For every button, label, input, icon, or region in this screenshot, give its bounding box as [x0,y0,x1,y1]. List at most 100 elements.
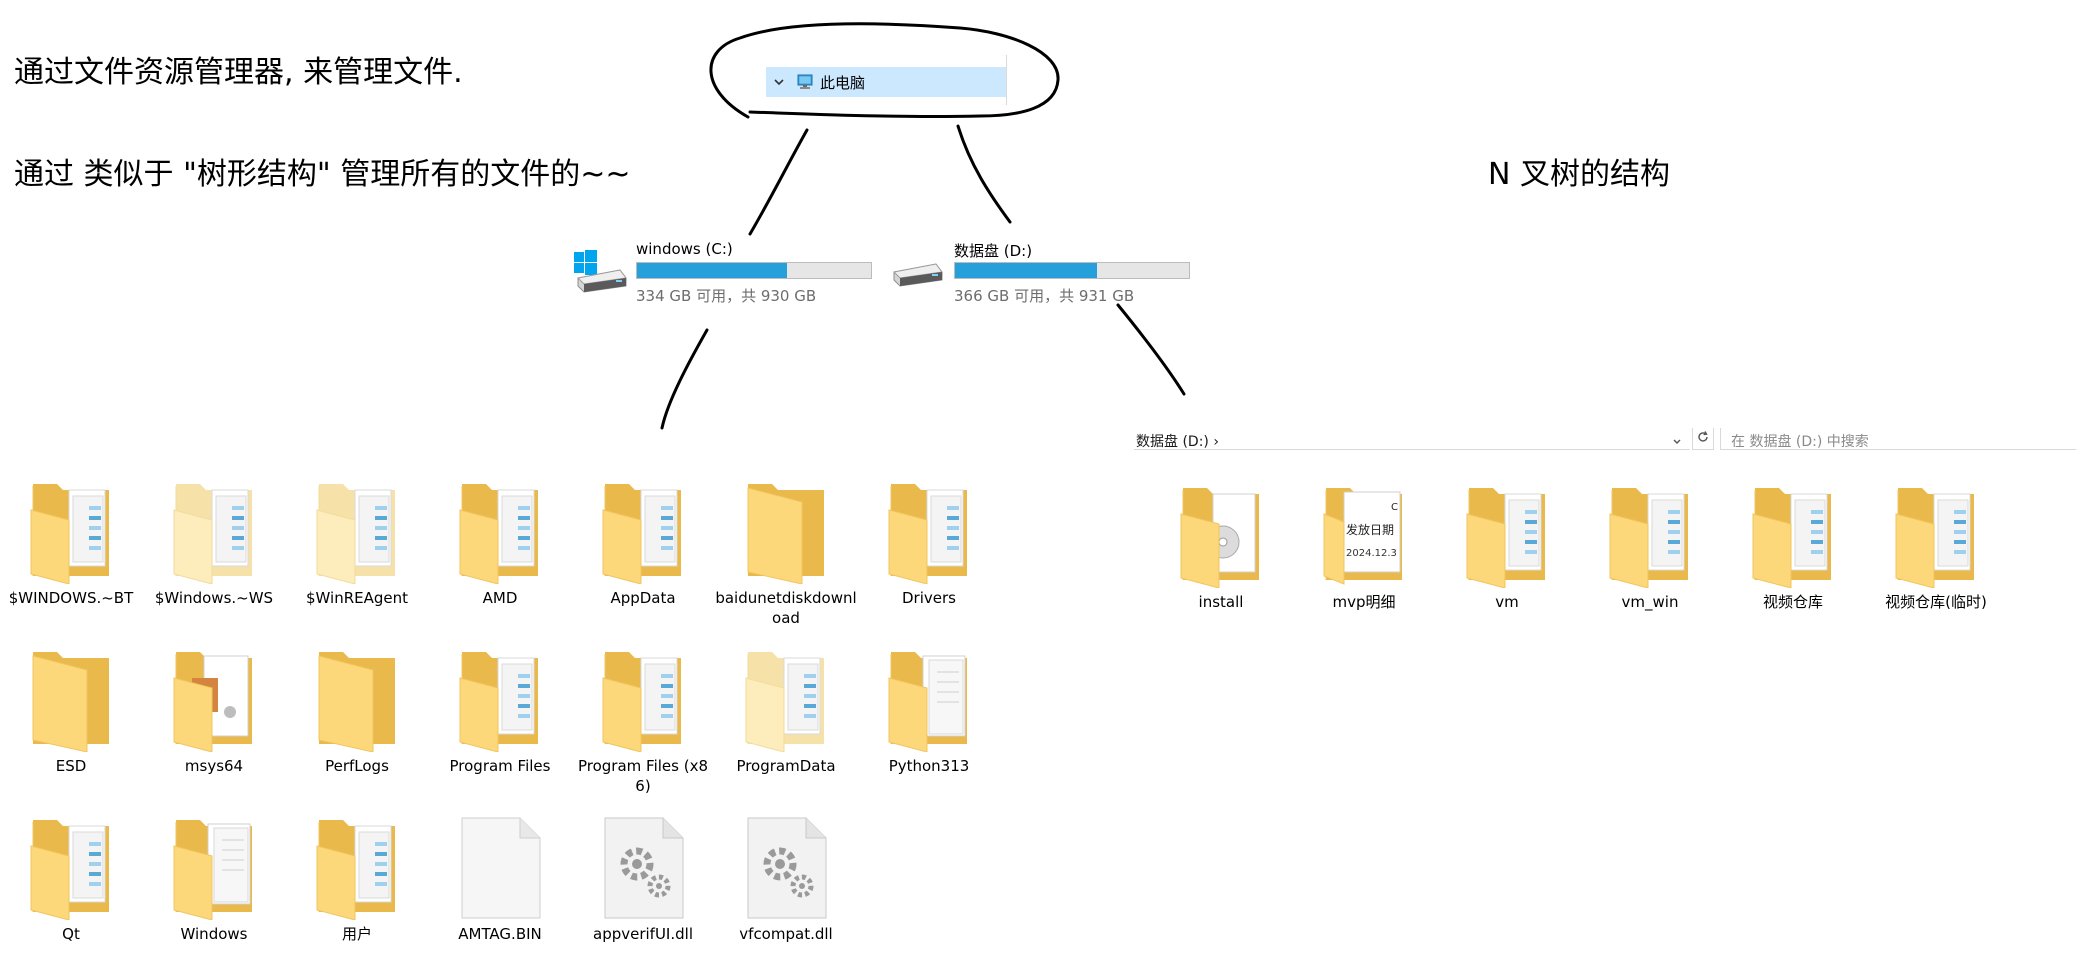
folder-icon [1463,484,1551,589]
address-bar[interactable]: 数据盘 (D:) › [1134,428,1690,450]
folder-icon [27,648,115,753]
folder-icon [1177,484,1265,589]
folder-icon [742,648,830,753]
file-item-label: Windows [180,925,248,943]
folder-icon [599,480,687,585]
file-item-msys64[interactable]: M msys64 [143,648,285,808]
receipt-line2: 2024.12.3 [1346,548,1397,559]
drive-d-name: 数据盘 (D:) [954,242,1033,260]
note-tree-structure: 通过 类似于 "树形结构" 管理所有的文件的~~ [14,157,631,192]
folder-icon [456,480,544,585]
file-item-baidunetdiskdownload[interactable]: baidunetdiskdownload [715,480,857,640]
drive-d[interactable]: 数据盘 (D:) 366 GB 可用，共 931 GB [890,238,1210,308]
this-pc-label: 此电脑 [820,73,866,92]
drive-d-usage-fill [955,263,1098,278]
note-explorer: 通过文件资源管理器, 来管理文件. [14,55,463,90]
receipt-corner: C [1391,502,1398,513]
folder-icon [313,480,401,585]
file-item-label: 用户 [341,925,372,943]
file-item-appdata[interactable]: AppData [572,480,714,640]
file-item-python313[interactable]: Python313 [858,648,1000,808]
refresh-button[interactable] [1692,428,1714,450]
chevron-down-icon[interactable] [772,75,786,89]
ink-branch-right [956,124,1012,224]
file-item-windows[interactable]: Windows [143,816,285,974]
search-input[interactable]: 在 数据盘 (D:) 中搜索 [1720,428,2076,450]
folder-icon: M [170,648,258,753]
file-item-label: vfcompat.dll [739,925,833,943]
drive-d-usage-bar [954,262,1190,279]
drive-c-usage-bar [636,262,872,279]
folder-icon: C 发放日期 2024.12.3 [1320,484,1408,588]
file-item-label: Program Files [449,757,551,775]
folder-icon [456,648,544,753]
refresh-icon [1696,429,1710,448]
folder-icon [313,648,401,753]
file-item-amtag-bin[interactable]: AMTAG.BIN [429,816,571,974]
folder-icon [313,816,401,921]
file-item-esd[interactable]: ESD [0,648,142,808]
file-icon [456,816,544,920]
file-item-label: $WinREAgent [305,589,409,607]
chevron-down-icon[interactable] [1672,432,1682,444]
folder-icon [170,816,258,921]
folder-icon [27,480,115,585]
folder-icon [742,480,830,585]
drive-c-name: windows (C:) [636,240,733,258]
dll-file-icon [742,816,830,920]
folder-icon [1606,484,1694,589]
file-item-label: appverifUI.dll [593,925,693,943]
tree-node-this-pc[interactable]: 此电脑 [766,67,1006,97]
file-item-label: AMD [482,589,518,607]
file-item-label: baidunetdiskdownload [715,589,857,627]
file-item-label: 视频仓库(临时) [1885,593,1987,611]
file-item-program-files[interactable]: Program Files [429,648,571,808]
folder-icon [885,648,973,753]
folder-icon [27,816,115,921]
file-item-drivers[interactable]: Drivers [858,480,1000,640]
dll-file-icon [599,816,687,920]
file-item-install[interactable]: install [1150,484,1292,644]
file-item-label: Program Files (x86) [577,757,708,795]
file-item-label: PerfLogs [325,757,389,775]
drive-d-free-space: 366 GB 可用，共 931 GB [954,287,1135,305]
file-item-vfcompat-dll[interactable]: vfcompat.dll [715,816,857,974]
file-item-vm[interactable]: vm [1436,484,1578,644]
drive-c[interactable]: windows (C:) 334 GB 可用，共 930 GB [572,238,892,308]
file-item-label: $WINDOWS.~BT [8,589,134,607]
drive-c-free-space: 334 GB 可用，共 930 GB [636,287,817,305]
file-item-windows-bt[interactable]: $WINDOWS.~BT [0,480,142,640]
file-item-programdata[interactable]: ProgramData [715,648,857,808]
folder-icon [170,480,258,585]
file-item-windows-ws[interactable]: $Windows.~WS [143,480,285,640]
d-window-toolbar: 数据盘 (D:) › 在 数据盘 (D:) 中搜索 [1134,428,2076,450]
file-item-appverifui-dll[interactable]: appverifUI.dll [572,816,714,974]
file-item-perflogs[interactable]: PerfLogs [286,648,428,808]
ink-branch-left [748,128,809,236]
file-item-label: Qt [62,925,80,943]
file-item-amd[interactable]: AMD [429,480,571,640]
file-item-label: mvp明细 [1332,593,1396,611]
folder-icon [885,480,973,585]
file-item-item[interactable]: 视频仓库 [1722,484,1864,644]
file-item-vm-win[interactable]: vm_win [1579,484,1721,644]
file-item-label: $Windows.~WS [154,589,274,607]
file-item-item[interactable]: 视频仓库(临时) [1865,484,2007,644]
file-item-item[interactable]: 用户 [286,816,428,974]
folder-icon [599,648,687,753]
address-bar-text: 数据盘 (D:) › [1136,434,1219,450]
receipt-line1: 发放日期 [1346,522,1394,537]
search-placeholder: 在 数据盘 (D:) 中搜索 [1731,434,1869,450]
file-item-program-files-x86[interactable]: Program Files (x86) [572,648,714,808]
file-item-label: Drivers [902,589,956,607]
ink-branch-d [1116,303,1186,396]
hard-drive-icon [890,248,946,294]
file-item-winreagent[interactable]: $WinREAgent [286,480,428,640]
file-item-mvp[interactable]: C 发放日期 2024.12.3 mvp明细 [1293,484,1435,644]
folder-icon [1749,484,1837,589]
file-item-qt[interactable]: Qt [0,816,142,974]
file-item-label: AppData [610,589,676,607]
computer-icon [796,73,814,91]
file-item-label: install [1198,593,1244,611]
